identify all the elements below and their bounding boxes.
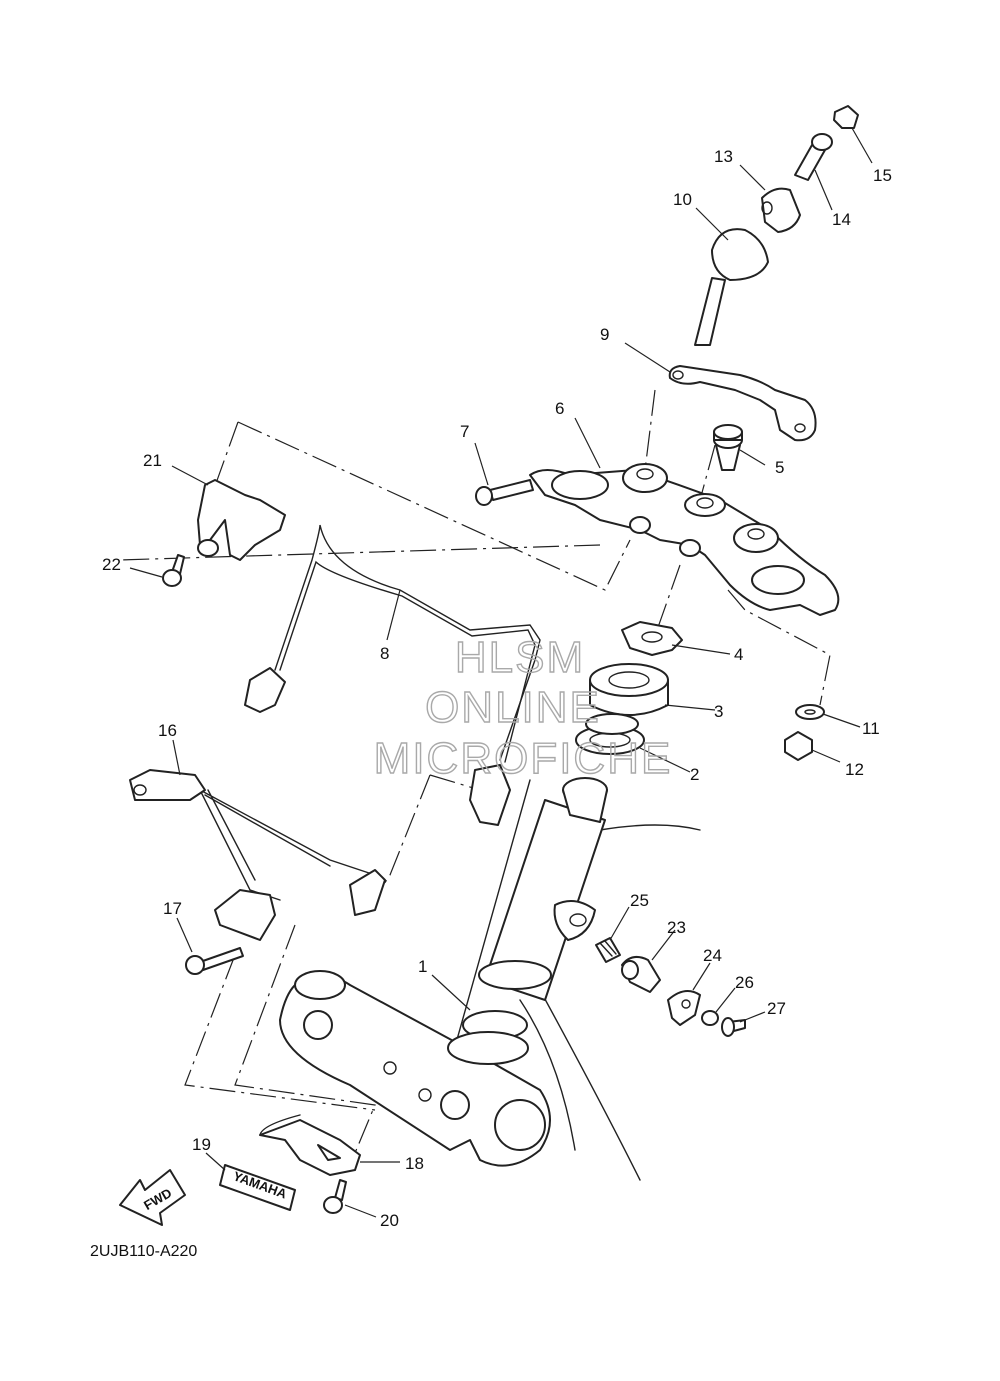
callout-10: 10 (673, 190, 692, 209)
plate-24 (667, 990, 701, 1026)
callout-18: 18 (405, 1154, 424, 1173)
watermark-line-2: ONLINE (425, 683, 601, 732)
bearing-3 (589, 663, 669, 716)
callout-13: 13 (714, 147, 733, 166)
upper-bracket (529, 463, 840, 616)
bracket-18 (259, 1114, 361, 1176)
fwd-arrow: FWD (119, 1169, 186, 1226)
bolt-7 (475, 479, 534, 506)
callout-24: 24 (703, 946, 722, 965)
watermark-line-1: HLSM (455, 633, 585, 682)
bolt-14 (794, 133, 833, 181)
callout-7: 7 (460, 422, 469, 441)
brand-plate-19: YAMAHA (219, 1164, 296, 1211)
callout-5: 5 (775, 458, 784, 477)
watermark: HLSM ONLINE MICROFICHE (373, 632, 673, 783)
spring-25 (595, 937, 621, 963)
holder-10 (694, 228, 769, 346)
callout-6: 6 (555, 399, 564, 418)
callout-27: 27 (767, 999, 786, 1018)
stay-9 (668, 365, 817, 442)
callout-2: 2 (690, 765, 699, 784)
bolt-5 (713, 424, 743, 471)
leader-lines (129, 127, 873, 1218)
callout-12: 12 (845, 760, 864, 779)
callout-19: 19 (192, 1135, 211, 1154)
callout-22: 22 (102, 555, 121, 574)
washer-26 (701, 1010, 719, 1026)
callout-16: 16 (158, 721, 177, 740)
screw-27 (721, 1017, 746, 1037)
callout-1: 1 (418, 957, 427, 976)
steering-stem (279, 777, 608, 1167)
bearing-2 (575, 713, 645, 755)
bolt-17 (185, 947, 244, 975)
bolt-22 (162, 554, 185, 587)
callout-8: 8 (380, 644, 389, 663)
callout-14: 14 (832, 210, 851, 229)
ring-nut-4 (621, 621, 683, 656)
bracket-21 (197, 479, 286, 561)
callout-9: 9 (600, 325, 609, 344)
callout-23: 23 (667, 918, 686, 937)
callout-15: 15 (873, 166, 892, 185)
watermark-line-3: MICROFICHE (374, 734, 673, 783)
washer-11 (795, 704, 825, 720)
diagram-code: 2UJB110-A220 (90, 1243, 197, 1260)
callout-3: 3 (714, 702, 723, 721)
callout-20: 20 (380, 1211, 399, 1230)
callout-numbers: 1 2 3 4 5 6 7 8 9 10 11 12 13 14 15 16 1… (102, 147, 892, 1230)
callout-4: 4 (734, 645, 743, 664)
nut-12 (784, 731, 813, 761)
callout-25: 25 (630, 891, 649, 910)
switch-23 (621, 955, 661, 993)
callout-26: 26 (735, 973, 754, 992)
bolt-20 (323, 1179, 347, 1214)
stay-16 (129, 769, 386, 941)
lead-wire-8 (244, 524, 541, 826)
callout-17: 17 (163, 899, 182, 918)
callout-21: 21 (143, 451, 162, 470)
nut-15 (833, 105, 859, 129)
callout-11: 11 (862, 719, 880, 738)
cap-13 (761, 187, 801, 233)
